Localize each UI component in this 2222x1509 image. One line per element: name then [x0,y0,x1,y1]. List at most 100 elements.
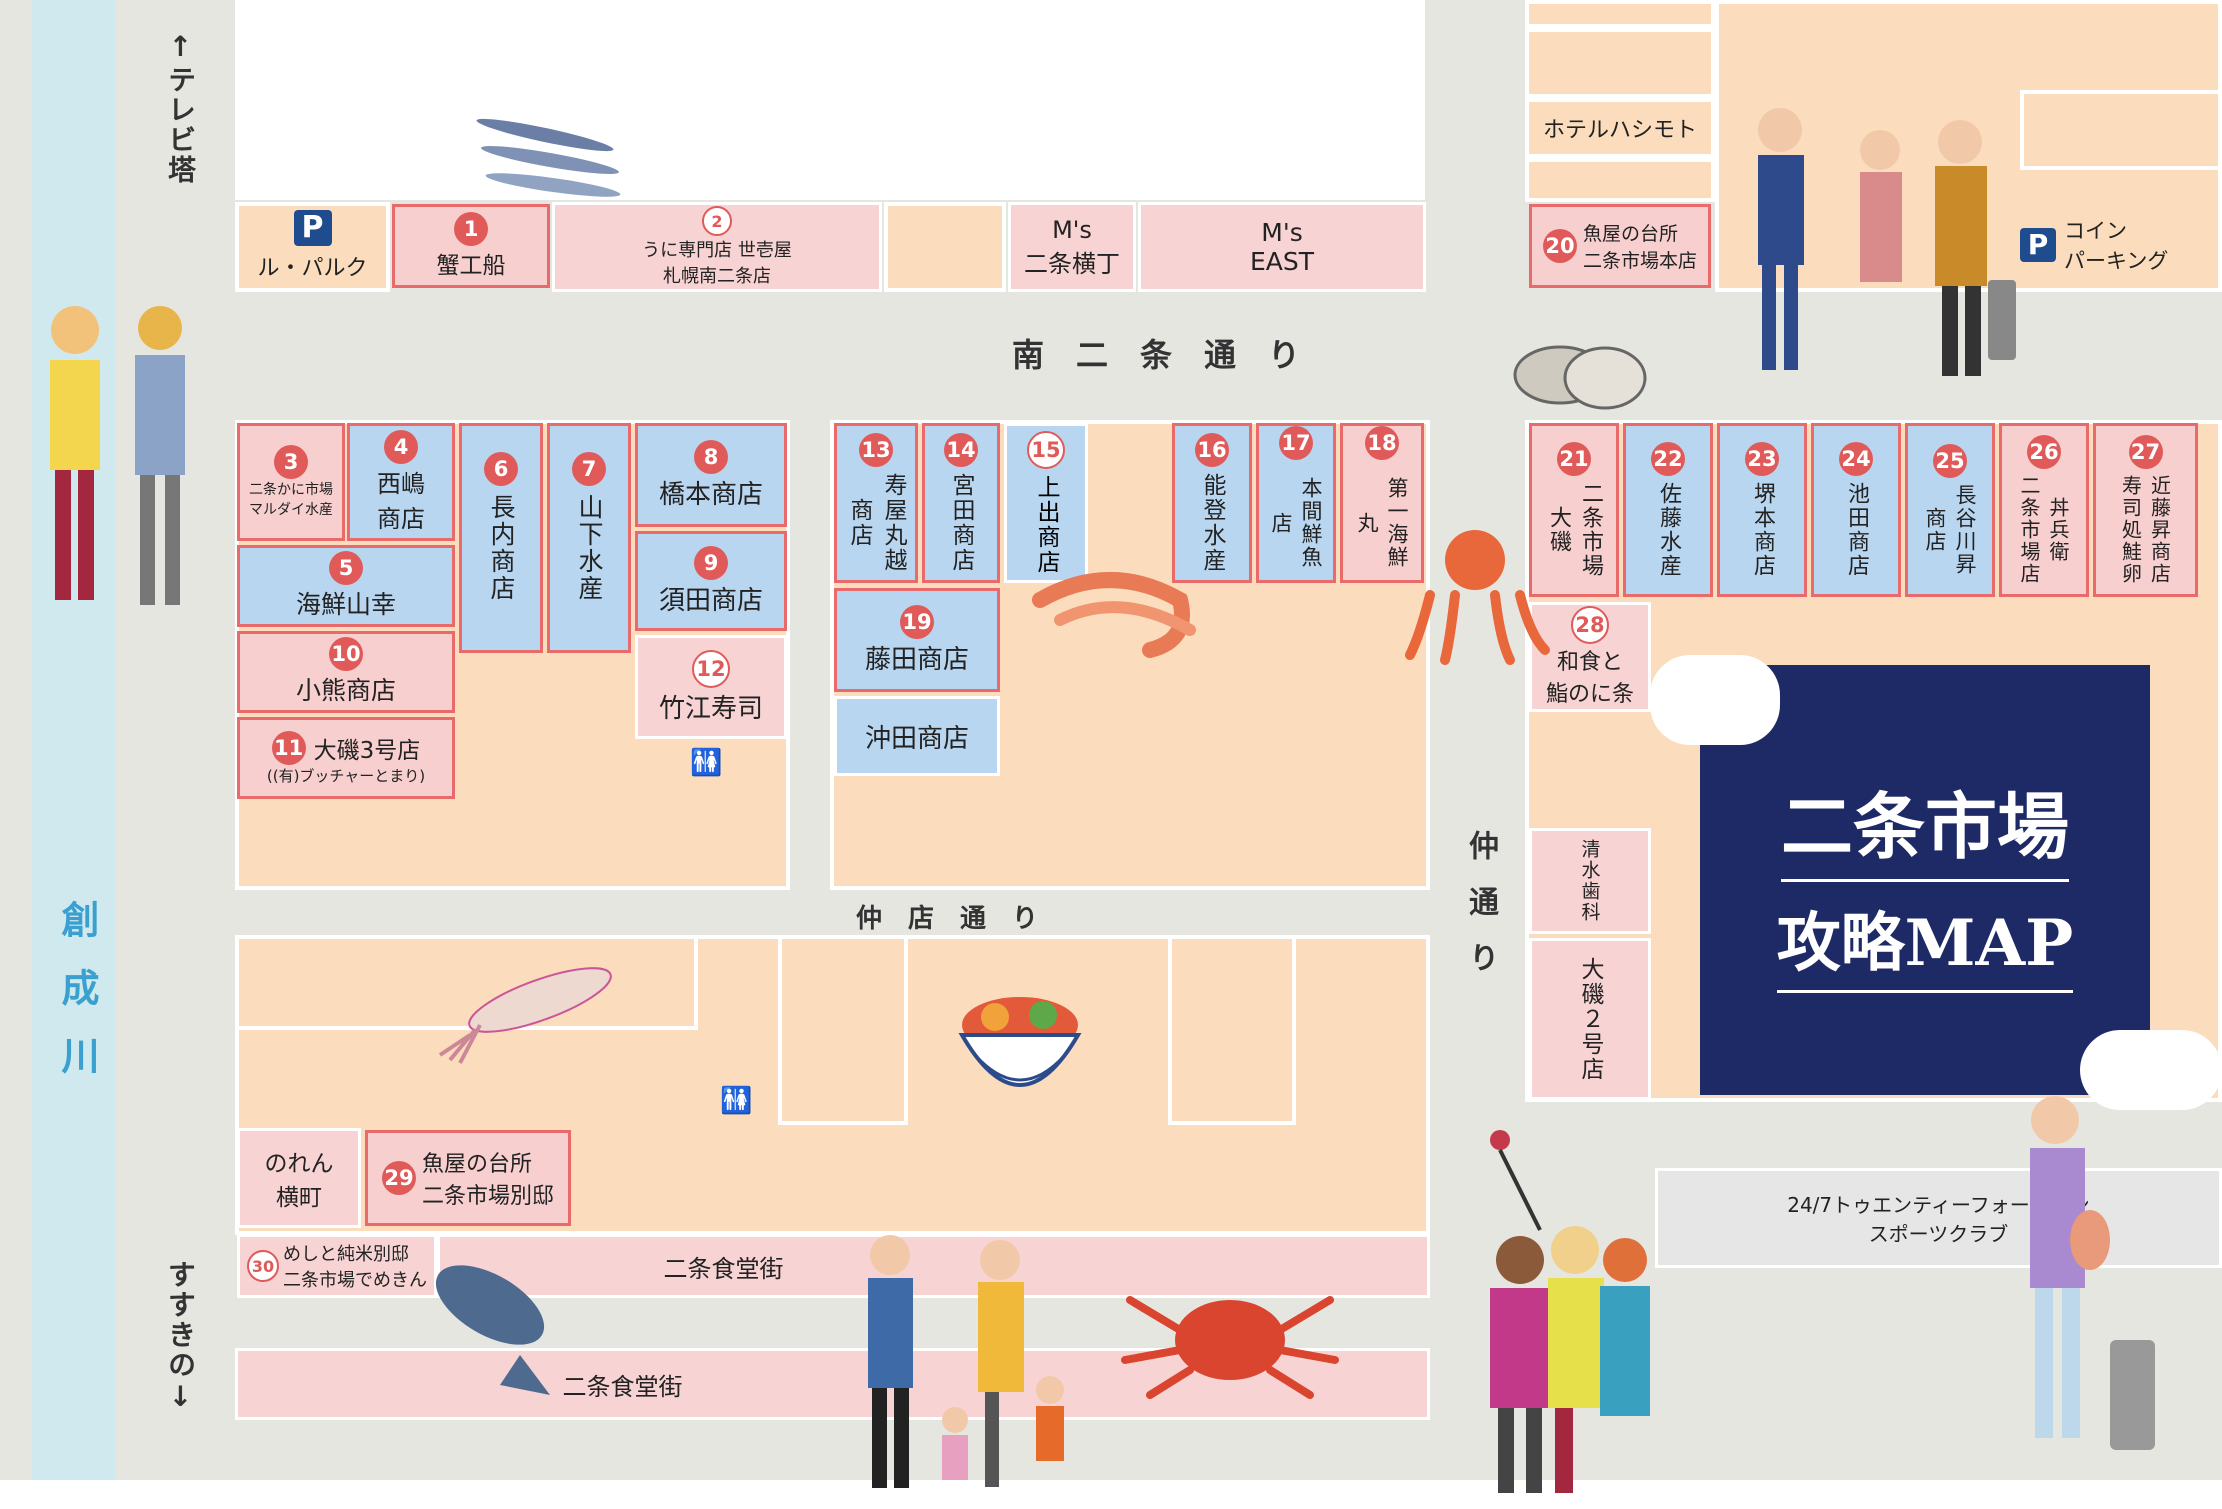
badge-4: 4 [384,430,418,464]
hotel-label: ホテルハシモト [1542,118,1697,143]
shimizu-dental[interactable]: 清水歯科 [1529,828,1651,934]
shimizu-dental-label: 清水歯科 [1578,839,1601,923]
cloud-top [1650,655,1780,745]
title-line2: 攻略MAP [1776,892,2074,993]
shop-11-sub: ((有)ブッチャーとまり) [266,766,426,785]
crab-illustration [1121,1296,1339,1399]
shop-26-name: 丼兵衛 二条市場店 [2017,475,2070,585]
shop-okita[interactable]: 沖田商店 [834,696,1000,776]
shop-19-name: 藤田商店 [864,644,969,675]
shop-27-name: 近藤昇商店 寿司処鮭卵 [2118,475,2172,585]
nijo-shokudo-2[interactable]: 二条食堂街 [235,1348,1430,1420]
badge-13: 13 [859,433,893,467]
noren-yokocho[interactable]: のれん 横町 [237,1128,361,1228]
badge-3: 3 [274,445,308,479]
badge-19: 19 [900,604,934,639]
badge-24: 24 [1839,442,1873,476]
sosei-river [32,0,116,1480]
shokudo-2-label: 二条食堂街 [562,1372,683,1401]
shop-3-name: 二条かに市場 マルダイ水産 [249,482,333,518]
shop-28-name: 和食と 鮨のに条 [1545,650,1634,707]
hotel-hashimoto[interactable]: ホテルハシモト [1525,98,1715,158]
friends-selfie-illustration [1490,1130,1650,1493]
shop-17-name: 本間鮮魚店 [1269,477,1323,569]
sanma-fish-illustration [476,118,621,197]
kaisendon-bowl-illustration [958,997,1082,1087]
coin-parking-label: コイン パーキング [2064,219,2169,273]
nijo-shokudo-1[interactable]: 二条食堂街 [437,1234,1430,1298]
le-parc-parking[interactable]: P ル・パルク [235,210,390,290]
fish-illustration [435,1265,550,1395]
badge-20: 20 [1542,229,1577,263]
street-nakamise: 仲 店 通 り [856,904,1039,934]
title-line1: 二条市場 [1780,768,2069,882]
block-ne-small [2020,90,2222,170]
block-south-grid2 [778,935,908,1125]
shop-1-name: 蟹工船 [436,253,506,279]
ms-yokocho[interactable]: M's 二条横丁 [1008,202,1136,292]
squid-illustration [438,967,612,1064]
shop-4[interactable]: 4 西嶋 商店 [347,423,455,541]
shop-4-name: 西嶋 商店 [377,470,425,533]
shop-19[interactable]: 19 藤田商店 [834,588,1000,692]
le-parc-label: ル・パルク [257,256,368,281]
noren-label: のれん 横町 [264,1151,334,1211]
oyster-illustration [1513,345,1647,410]
badge-23: 23 [1745,442,1779,476]
shrimp-illustration [1032,572,1196,658]
oiso-2[interactable]: 大磯２号店 [1529,938,1651,1100]
block-south-grid3 [1168,935,1296,1125]
parking-icon: P [293,210,332,246]
north-white-area [235,0,1425,200]
tv-tower-direction: ↑テレビ塔 [164,30,197,185]
ms-east[interactable]: M's EAST [1138,202,1426,292]
shop-21[interactable]: 2021二条市場 大磯 [1529,423,1619,597]
river-label: 創成川 [55,900,99,1104]
shop-30-name: めしと純米別邸 二条市場でめきん [283,1244,427,1291]
street-minami2jo: 南 二 条 通 り [1012,336,1301,374]
badge-22: 22 [1651,442,1685,476]
coin-parking[interactable]: P コイン パーキング [2020,215,2220,275]
guide-and-couple-illustration [1758,108,2016,376]
sports-club[interactable]: 24/7トゥエンティーフォーセブン スポーツクラブ [1655,1168,2222,1268]
shop-8-name: 橋本商店 [658,479,763,510]
block-ne-2 [1525,28,1715,98]
shop-2-name: うに専門店 世壱屋 札幌南二条店 [642,240,792,287]
shop-23-name: 堺本商店 [1750,482,1775,578]
shop-5-name: 海鮮山幸 [295,590,396,619]
bottom-white [0,1480,2222,1509]
badge-17: 17 [1279,426,1313,460]
badge-25: 25 [1933,444,1967,478]
shop-13-name: 寿屋丸越 商店 [846,473,906,573]
shop-20-name: 魚屋の台所 二条市場本店 [1582,223,1697,272]
family-illustration [868,1235,1064,1488]
ms-east-label: M's EAST [1249,218,1315,276]
shop-23[interactable]: 23 堺本商店 [1717,423,1807,597]
shop-13[interactable]: 13 寿屋丸越 商店 [834,423,918,583]
shop-17[interactable]: 17 本間鮮魚店 [1256,423,1336,583]
